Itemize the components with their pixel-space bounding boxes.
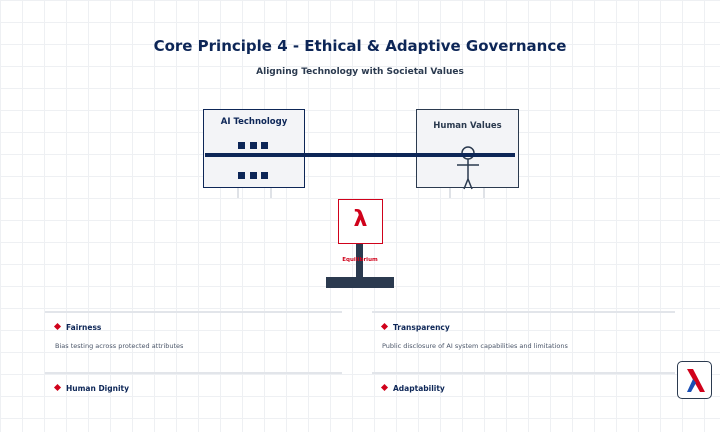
scale-post <box>356 244 363 278</box>
card-title: Fairness <box>55 323 101 332</box>
page-title: Core Principle 4 - Ethical & Adaptive Go… <box>153 37 567 55</box>
person-icon <box>457 146 479 190</box>
chip-icon <box>250 142 257 149</box>
ai-technology-label: AI Technology <box>220 117 288 127</box>
lambda-logo-icon <box>687 369 705 392</box>
card-description: Public disclosure of AI system capabilit… <box>382 342 568 350</box>
brand-logo <box>677 361 712 399</box>
equilibrium-label: Equilibrium <box>342 257 378 263</box>
chip-icon <box>261 142 268 149</box>
human-values-label: Human Values <box>433 121 502 131</box>
scale-base <box>326 277 394 288</box>
chip-icon <box>238 172 245 179</box>
principle-card-fairness: Fairness Bias testing across protected a… <box>45 311 342 371</box>
chip-icon <box>261 172 268 179</box>
principle-card-human-dignity: Human Dignity <box>45 372 342 432</box>
chip-icon <box>238 142 245 149</box>
chip-icon <box>250 172 257 179</box>
lambda-fulcrum: λ <box>338 199 383 244</box>
scale-beam <box>205 153 515 157</box>
principle-card-adaptability: Adaptability <box>372 372 675 432</box>
card-title: Adaptability <box>382 384 445 393</box>
page-subtitle: Aligning Technology with Societal Values <box>256 67 464 77</box>
human-values-pan: Human Values <box>416 109 519 190</box>
principle-card-transparency: Transparency Public disclosure of AI sys… <box>372 311 675 371</box>
card-title: Transparency <box>382 323 450 332</box>
card-description: Bias testing across protected attributes <box>55 342 184 350</box>
ai-technology-pan: AI Technology <box>203 109 305 188</box>
card-title: Human Dignity <box>55 384 129 393</box>
